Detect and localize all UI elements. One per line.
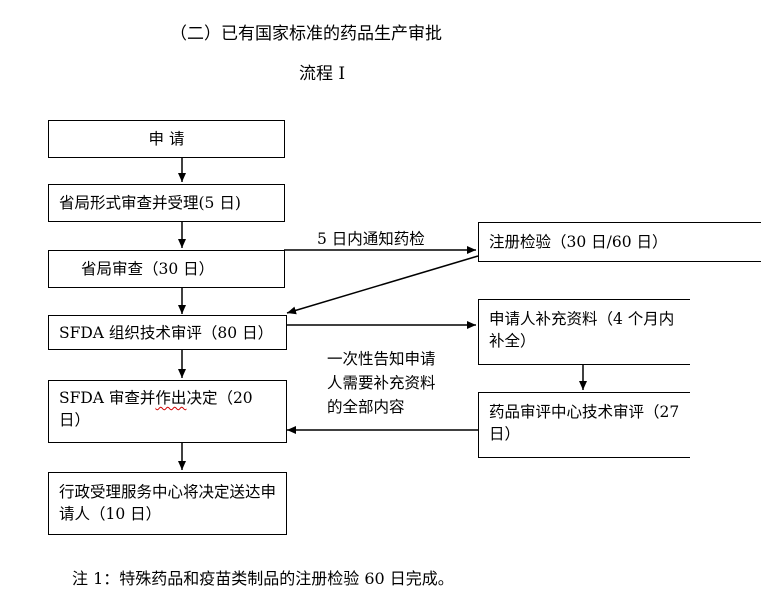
label-notice-line-1: 一次性告知申请 — [327, 350, 436, 368]
box-cde-review: 药品审评中心技术审评（27 日） — [478, 392, 690, 458]
arrow-registration-test-to-sfda-tech — [286, 255, 479, 315]
sfda-decision-text-a: SFDA 审查并 — [59, 389, 156, 407]
box-apply: 申 请 — [48, 120, 285, 158]
box-registration-test: 注册检验（30 日/60 日） — [478, 222, 761, 262]
box-provincial-review: 省局审查（30 日） — [48, 250, 285, 288]
box-sfda-tech-review: SFDA 组织技术审评（80 日） — [48, 315, 287, 350]
footnote: 注 1：特殊药品和疫苗类制品的注册检验 60 日完成。 — [72, 569, 454, 588]
label-notice-line-3: 的全部内容 — [327, 398, 405, 416]
title-line-1: （二）已有国家标准的药品生产审批 — [170, 24, 442, 44]
label-notice-line-2: 人需要补充资料 — [327, 374, 436, 392]
box-provincial-form-review: 省局形式审查并受理(5 日) — [48, 184, 285, 222]
box-sfda-decision: SFDA 审查并作出决定（20 日） — [48, 380, 287, 443]
box-admin-service: 行政受理服务中心将决定送达申请人（10 日） — [48, 472, 287, 535]
sfda-decision-text-b: 作出 — [155, 389, 187, 407]
label-notify-test: 5 日内通知药检 — [317, 230, 425, 248]
title-line-2: 流程 I — [299, 64, 346, 84]
box-applicant-supplement: 申请人补充资料（4 个月内补全） — [478, 299, 690, 365]
sfda-decision-text-c: 决定（20 日） — [59, 389, 253, 429]
